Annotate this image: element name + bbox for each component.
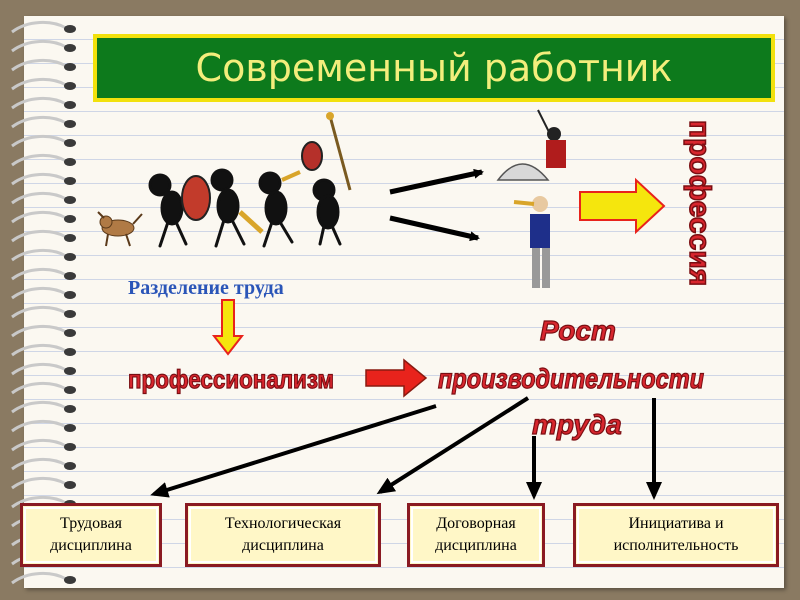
professionalism-word-art: профессионализм bbox=[128, 364, 334, 394]
marching-band-illustration bbox=[97, 112, 352, 248]
spiral-ring bbox=[11, 154, 67, 167]
box-labor-discipline: Трудовая дисциплина bbox=[20, 503, 162, 567]
spiral-hole bbox=[64, 101, 76, 109]
growth-word-art-line3: труда bbox=[532, 409, 622, 440]
band-instruments bbox=[181, 112, 352, 234]
spiral-hole bbox=[64, 139, 76, 147]
orchestra-musicians-illustration bbox=[496, 109, 566, 288]
trumpet-player-figure bbox=[513, 196, 550, 288]
spiral-hole bbox=[64, 443, 76, 451]
kettledrum-icon bbox=[496, 163, 550, 181]
arrow-to-labor-discipline bbox=[150, 404, 437, 498]
spiral-hole bbox=[64, 329, 76, 337]
mace-icon bbox=[328, 115, 352, 191]
spiral-ring bbox=[11, 496, 67, 509]
spiral-hole bbox=[64, 253, 76, 261]
box-label-line1: Технологическая bbox=[224, 515, 342, 532]
spiral-ring bbox=[11, 211, 67, 224]
spiral-rings bbox=[11, 21, 76, 585]
arrow-to-profession bbox=[579, 177, 666, 235]
arrow-band-to-orchestra bbox=[389, 168, 484, 195]
spiral-ring bbox=[11, 21, 67, 34]
spiral-ring bbox=[11, 59, 67, 72]
spiral-binding bbox=[11, 21, 76, 585]
spiral-ring bbox=[11, 78, 67, 91]
spiral-ring bbox=[11, 572, 67, 585]
spiral-hole bbox=[64, 196, 76, 204]
spiral-ring bbox=[11, 268, 67, 281]
box-label-line2: дисциплина bbox=[50, 537, 132, 554]
trumpet-icon bbox=[281, 170, 301, 182]
spiral-ring bbox=[11, 382, 67, 395]
spiral-hole bbox=[64, 215, 76, 223]
spiral-hole bbox=[64, 158, 76, 166]
drum-icon bbox=[181, 175, 211, 221]
box-label-line1: Инициатива и bbox=[628, 515, 724, 532]
profession-word-art: профессия bbox=[683, 120, 716, 286]
box-label-line2: дисциплина bbox=[242, 537, 324, 554]
spiral-hole bbox=[64, 348, 76, 356]
spiral-ring bbox=[11, 192, 67, 205]
arrow-to-tech-discipline bbox=[376, 396, 530, 495]
spiral-ring bbox=[11, 439, 67, 452]
spiral-hole bbox=[64, 120, 76, 128]
spiral-ring bbox=[11, 230, 67, 243]
spiral-ring bbox=[11, 363, 67, 376]
spiral-ring bbox=[11, 401, 67, 414]
growth-word-art-line2: производительности bbox=[438, 363, 704, 394]
spiral-ring bbox=[11, 458, 67, 471]
box-contract-discipline: Договорная дисциплина bbox=[407, 503, 545, 567]
spiral-hole bbox=[64, 386, 76, 394]
spiral-hole bbox=[64, 576, 76, 584]
box-label-line2: исполнительность bbox=[613, 537, 739, 554]
arrow-band-to-trumpeter bbox=[389, 215, 480, 242]
arrow-division-to-professionalism bbox=[211, 299, 245, 356]
trumpet-icon bbox=[513, 200, 535, 206]
title-banner: Современный работник bbox=[93, 34, 775, 102]
spiral-ring bbox=[11, 420, 67, 433]
spiral-ring bbox=[11, 306, 67, 319]
spiral-ring bbox=[11, 325, 67, 338]
spiral-hole bbox=[64, 424, 76, 432]
spiral-hole bbox=[64, 291, 76, 299]
box-tech-discipline: Технологическая дисциплина bbox=[185, 503, 381, 567]
spiral-ring bbox=[11, 287, 67, 300]
spiral-ring bbox=[11, 173, 67, 186]
musician-figures bbox=[148, 168, 342, 248]
spiral-hole bbox=[64, 25, 76, 33]
box-label-line1: Договорная bbox=[436, 515, 516, 532]
page-title: Современный работник bbox=[195, 46, 673, 90]
box-initiative: Инициатива и исполнительность bbox=[573, 503, 779, 567]
spiral-hole bbox=[64, 63, 76, 71]
spiral-hole bbox=[64, 405, 76, 413]
spiral-ring bbox=[11, 40, 67, 53]
arrow-to-productivity bbox=[365, 358, 428, 398]
spiral-ring bbox=[11, 116, 67, 129]
spiral-hole bbox=[64, 481, 76, 489]
spiral-hole bbox=[64, 82, 76, 90]
spiral-ring bbox=[11, 344, 67, 357]
spiral-ring bbox=[11, 477, 67, 490]
box-label-line1: Трудовая bbox=[60, 515, 122, 532]
division-of-labor-label: Разделение труда bbox=[128, 277, 284, 299]
spiral-hole bbox=[64, 272, 76, 280]
bass-drum-icon bbox=[301, 141, 323, 171]
spiral-hole bbox=[64, 44, 76, 52]
tuba-icon bbox=[238, 210, 264, 234]
growth-word-art-line1: Рост bbox=[540, 315, 616, 346]
spiral-ring bbox=[11, 135, 67, 148]
spiral-ring bbox=[11, 249, 67, 262]
spiral-ring bbox=[11, 97, 67, 110]
dog-figure bbox=[97, 211, 143, 247]
spiral-hole bbox=[64, 310, 76, 318]
box-label-line2: дисциплина bbox=[435, 537, 517, 554]
spiral-hole bbox=[64, 234, 76, 242]
spiral-hole bbox=[64, 367, 76, 375]
spiral-hole bbox=[64, 177, 76, 185]
spiral-hole bbox=[64, 462, 76, 470]
drummer-figure bbox=[537, 109, 566, 168]
